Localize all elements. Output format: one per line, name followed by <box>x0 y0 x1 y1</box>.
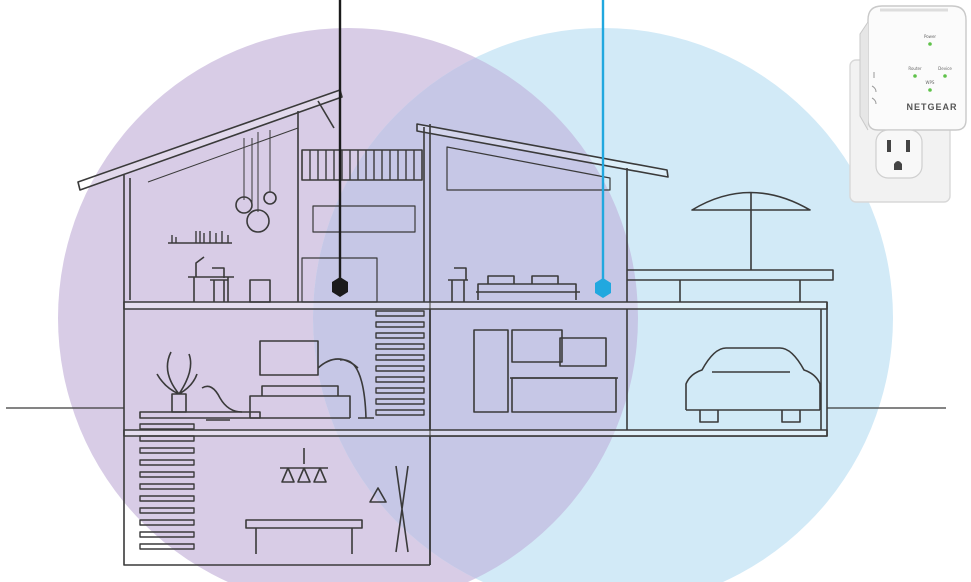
extender-brand: NETGEAR <box>906 102 957 112</box>
second-floor-slab <box>124 302 827 309</box>
led-router-icon <box>913 74 917 78</box>
first-floor-slab <box>124 430 827 436</box>
led-label-router: Router <box>908 66 922 71</box>
extender-device: Power Router Device WPS NETGEAR <box>850 6 966 202</box>
led-label-device: Device <box>938 66 952 71</box>
led-power-icon <box>928 42 932 46</box>
extender-side <box>860 22 868 130</box>
wall-outlet <box>876 130 922 178</box>
outlet-slot-left <box>887 140 891 152</box>
led-label-wps: WPS <box>926 80 935 85</box>
led-label-power: Power <box>924 34 936 39</box>
outlet-slot-right <box>906 140 910 152</box>
led-device-icon <box>943 74 947 78</box>
led-wps-icon <box>928 88 932 92</box>
